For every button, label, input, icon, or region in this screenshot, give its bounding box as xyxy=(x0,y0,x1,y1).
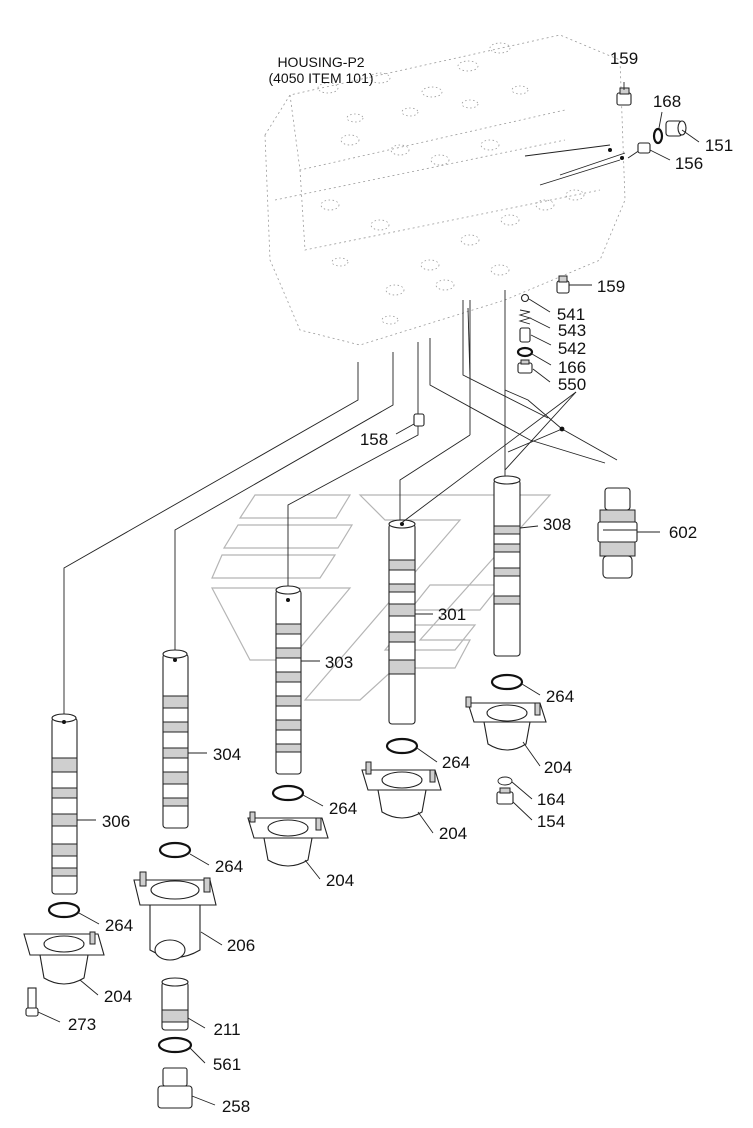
callout-211: 211 xyxy=(213,1020,240,1039)
housing-title-line1: HOUSING-P2 xyxy=(277,54,364,70)
ball-541 xyxy=(520,293,530,303)
callout-304: 304 xyxy=(213,745,241,764)
plug-156 xyxy=(637,142,651,154)
callout-308: 308 xyxy=(543,515,571,534)
cover-204-mid-right xyxy=(361,761,442,819)
bolt-273 xyxy=(25,987,39,1017)
cover-204-left xyxy=(23,931,105,985)
plug-211 xyxy=(161,977,189,1031)
callout-541: 541 xyxy=(557,305,585,324)
callout-151: 151 xyxy=(705,136,733,155)
callout-204-mid-left: 204 xyxy=(326,871,354,890)
callout-204-right: 204 xyxy=(544,758,572,777)
oring-561 xyxy=(157,1036,193,1054)
callout-550: 550 xyxy=(558,375,586,394)
oring-168 xyxy=(652,127,664,145)
callout-273: 273 xyxy=(68,1015,96,1034)
plug-154 xyxy=(496,787,514,805)
cover-204-mid-left xyxy=(247,811,329,867)
callout-leaders xyxy=(37,82,700,1106)
oring-264-c xyxy=(271,784,305,802)
callout-264-a: 264 xyxy=(546,687,574,706)
oring-264-d xyxy=(158,841,192,859)
cover-204-right xyxy=(465,696,547,751)
spool-301 xyxy=(388,519,416,725)
callout-168: 168 xyxy=(653,92,681,111)
housing-title-line2: (4050 ITEM 101) xyxy=(268,70,373,86)
spacer-542 xyxy=(519,327,531,343)
oring-264-e xyxy=(47,901,81,919)
oring-166 xyxy=(516,346,534,358)
callout-204-mid-right: 204 xyxy=(439,824,467,843)
plug-151 xyxy=(665,120,687,137)
plug-159-top xyxy=(616,87,632,106)
assembly-centerlines xyxy=(63,144,641,718)
callout-303: 303 xyxy=(325,653,353,672)
callout-543: 543 xyxy=(558,321,586,340)
callout-159-top: 159 xyxy=(610,49,638,68)
housing-206 xyxy=(133,871,217,961)
relief-valve-602 xyxy=(597,487,638,579)
callout-306: 306 xyxy=(102,812,130,831)
plug-159-middle xyxy=(556,275,570,294)
callout-159-middle: 159 xyxy=(597,277,625,296)
callout-206: 206 xyxy=(227,936,255,955)
callout-542: 542 xyxy=(558,339,586,358)
callout-264-b: 264 xyxy=(442,753,470,772)
plug-550 xyxy=(517,359,533,374)
spring-543 xyxy=(518,309,532,325)
callout-166: 166 xyxy=(558,358,586,377)
callout-158: 158 xyxy=(360,430,388,449)
spool-308 xyxy=(493,475,521,657)
oring-264-b xyxy=(385,737,419,755)
callout-602: 602 xyxy=(669,523,697,542)
callout-154: 154 xyxy=(537,812,565,831)
callout-561: 561 xyxy=(213,1055,241,1074)
callout-204-left: 204 xyxy=(104,987,132,1006)
housing-p2-outline xyxy=(264,34,626,346)
callout-156: 156 xyxy=(675,154,703,173)
spool-303 xyxy=(275,585,302,775)
callout-264-e: 264 xyxy=(105,916,133,935)
callout-264-c: 264 xyxy=(329,799,357,818)
plug-258 xyxy=(157,1067,193,1109)
callout-164: 164 xyxy=(537,790,565,809)
callout-264-d: 264 xyxy=(215,857,243,876)
oring-264-a xyxy=(490,673,524,691)
callout-301: 301 xyxy=(438,605,466,624)
spool-304 xyxy=(162,649,189,829)
plug-158 xyxy=(413,413,425,427)
callout-258: 258 xyxy=(222,1097,250,1116)
oring-164 xyxy=(497,776,513,786)
spool-306 xyxy=(51,713,78,895)
